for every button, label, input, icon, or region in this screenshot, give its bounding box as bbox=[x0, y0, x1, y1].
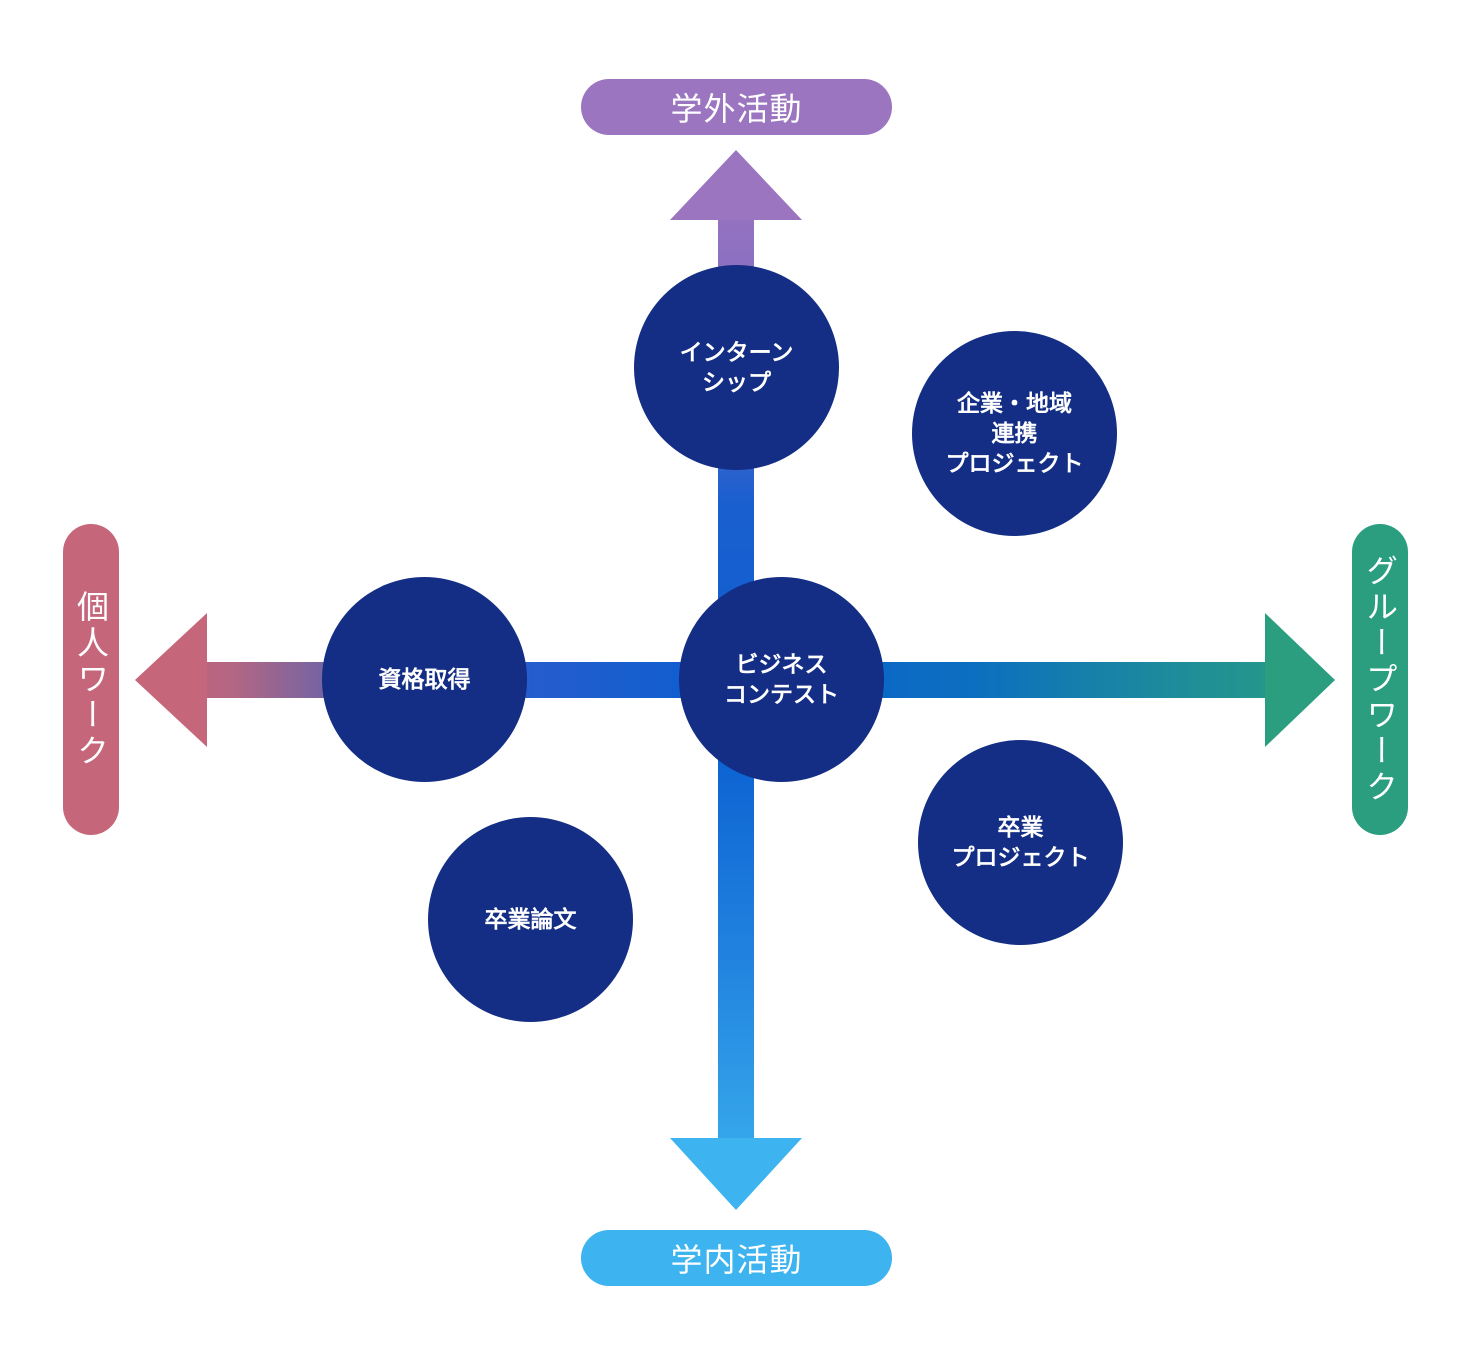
axis-label-left-text: 個人ワーク bbox=[72, 589, 110, 770]
node-thesis: 卒業論文 bbox=[428, 817, 633, 1022]
node-business-contest: ビジネス コンテスト bbox=[679, 577, 884, 782]
node-regional-project-line-3: プロジェクト bbox=[945, 450, 1084, 477]
node-business-contest-line-2: コンテスト bbox=[724, 681, 839, 708]
axis-label-right: グループワーク bbox=[1352, 524, 1408, 835]
node-business-contest-line-1: ビジネス bbox=[735, 651, 828, 678]
axis-label-top: 学外活動 bbox=[581, 79, 892, 135]
axis-label-left: 個人ワーク bbox=[63, 524, 119, 835]
node-graduation-project-line-2: プロジェクト bbox=[951, 844, 1090, 871]
arrow-right-icon bbox=[1265, 613, 1335, 747]
arrow-down-icon bbox=[670, 1138, 802, 1210]
node-certificate-line-1: 資格取得 bbox=[378, 666, 471, 693]
arrow-up-icon bbox=[670, 150, 802, 220]
node-graduation-project: 卒業 プロジェクト bbox=[918, 740, 1123, 945]
arrow-left-icon bbox=[135, 613, 207, 747]
node-internship: インターン シップ bbox=[634, 265, 839, 470]
node-regional-project-line-1: 企業・地域 bbox=[957, 390, 1072, 417]
axis-label-bottom-text: 学内活動 bbox=[670, 1241, 803, 1279]
axis-label-bottom: 学内活動 bbox=[581, 1230, 892, 1286]
axis-label-right-text: グループワーク bbox=[1361, 553, 1399, 806]
node-internship-line-2: シップ bbox=[701, 369, 771, 396]
node-regional-project: 企業・地域 連携 プロジェクト bbox=[912, 331, 1117, 536]
node-graduation-project-line-1: 卒業 bbox=[997, 814, 1044, 841]
node-certificate: 資格取得 bbox=[322, 577, 527, 782]
node-regional-project-line-2: 連携 bbox=[991, 420, 1038, 447]
node-internship-line-1: インターン bbox=[679, 339, 794, 366]
axis-label-top-text: 学外活動 bbox=[670, 90, 803, 128]
node-thesis-line-1: 卒業論文 bbox=[484, 906, 577, 933]
